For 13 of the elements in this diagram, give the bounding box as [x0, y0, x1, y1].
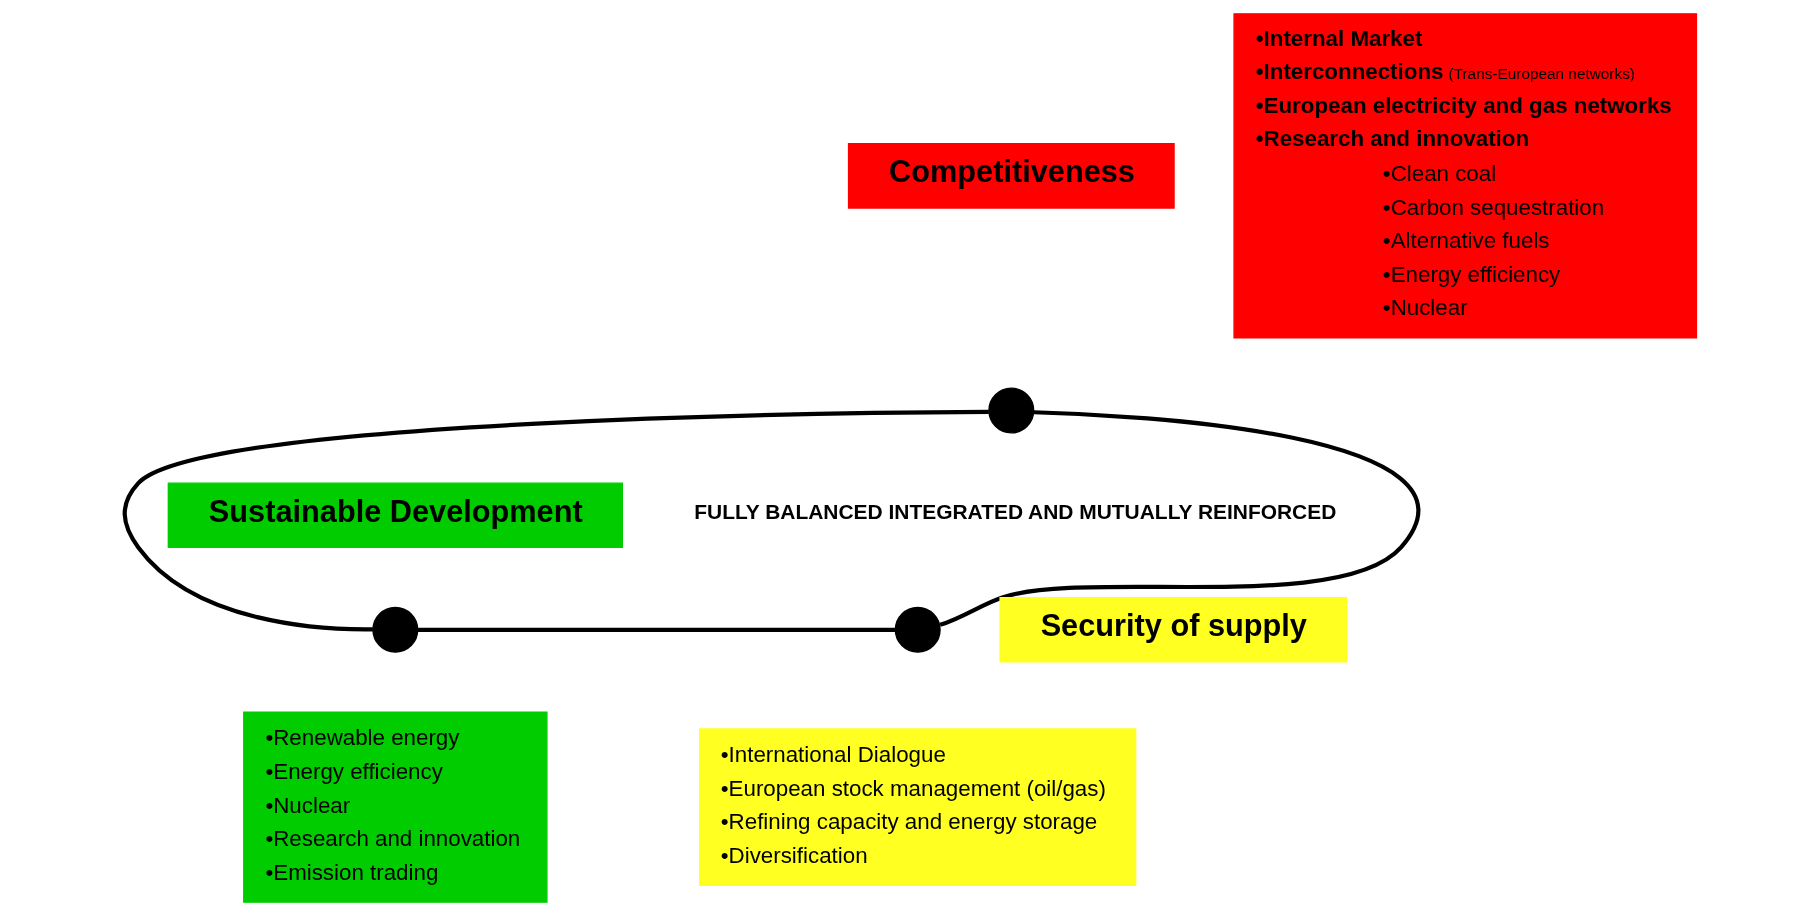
node-box: Competitiveness: [847, 143, 1175, 209]
node-box: •Renewable energy •Energy efficiency •Nuclear •Research and innovation •Emission trading: [242, 711, 548, 903]
node-box: •Internal Market •Interconnections (Trans-European networks) •European electricity and gas networks •Research and innovation •Clean coal •Carbon sequestration •Alternative fuels •Energy efficiency •Nuclear: [1232, 13, 1697, 339]
node-circle: [987, 387, 1034, 434]
node-box: •International Dialogue •European stock management (oil/gas) •Refining capacity and energy storage •Diversification: [698, 728, 1136, 887]
connector: [417, 627, 895, 632]
connector: [938, 410, 1419, 627]
node-box: Security of supply: [998, 596, 1347, 663]
label: FULLY BALANCED INTEGRATED AND MUTUALLY REINFORCED: [693, 499, 1336, 523]
node-box: Sustainable Development: [167, 482, 623, 549]
node-circle: [894, 606, 941, 653]
connector: [122, 409, 989, 632]
node-circle: [371, 606, 418, 653]
